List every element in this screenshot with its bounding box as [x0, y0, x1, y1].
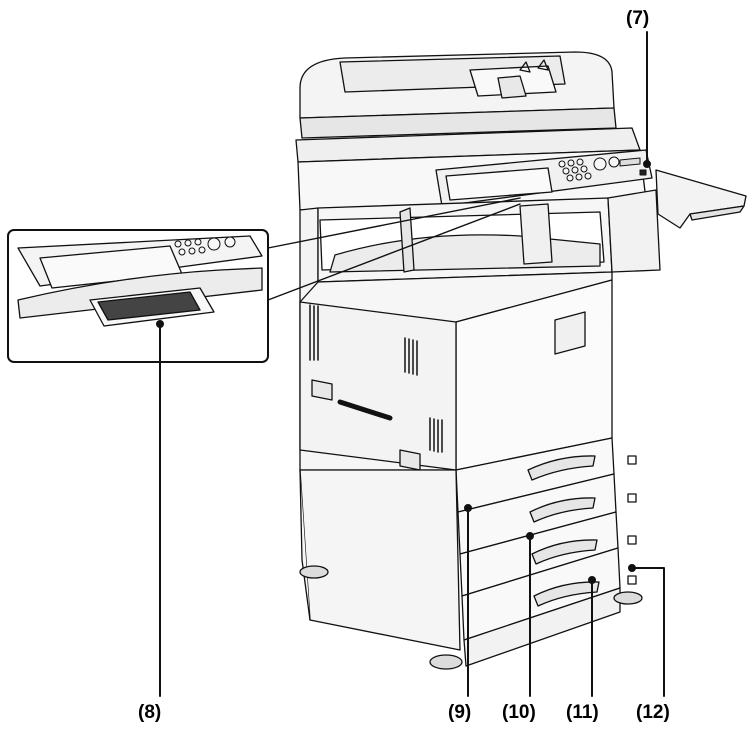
- side-vents: [309, 304, 443, 453]
- leader-8-dot: [156, 320, 164, 328]
- leader-12: [631, 567, 665, 697]
- callout-9: (9): [448, 702, 472, 723]
- casters: [299, 565, 643, 670]
- main-body: [299, 189, 661, 471]
- touch-panel-display: [445, 167, 553, 201]
- leader-11-dot: [588, 576, 596, 584]
- keyboard-inset: [7, 229, 269, 363]
- side-handles: [311, 379, 421, 471]
- leader-7-dot: [643, 160, 651, 168]
- paper-trays: [299, 437, 637, 667]
- stand-side: [299, 469, 461, 651]
- leader-9-dot: [464, 504, 472, 512]
- callout-7: (7): [626, 8, 650, 29]
- cover-handle: [554, 311, 586, 355]
- output-tray: [655, 169, 747, 229]
- leader-lines: [156, 31, 665, 697]
- callout-10: (10): [502, 702, 536, 723]
- callout-11: (11): [566, 702, 599, 723]
- panel-keys: [558, 156, 647, 182]
- inset-keys: [174, 236, 236, 256]
- callout-8: (8): [138, 702, 162, 723]
- leader-12-dot: [628, 564, 636, 572]
- callout-12: (12): [636, 702, 670, 723]
- document-feeder: [299, 51, 617, 139]
- leader-10-dot: [526, 532, 534, 540]
- zoom-callout-lines: [267, 197, 521, 301]
